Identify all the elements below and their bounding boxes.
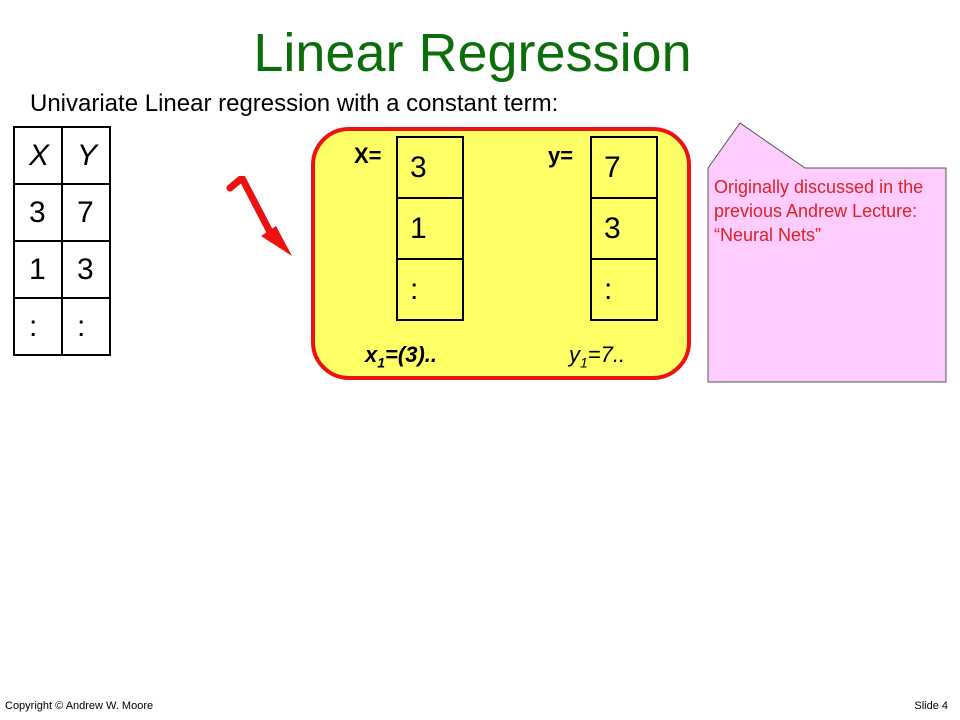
- y-vector-cell: :: [590, 258, 658, 321]
- y1-symbol: y: [569, 342, 580, 367]
- slide-number: Slide 4: [914, 700, 948, 712]
- x1-symbol: x: [365, 342, 378, 367]
- x-vector: 3 1 :: [396, 136, 464, 321]
- table-cell: 1: [13, 240, 63, 299]
- callout-bubble: [707, 122, 947, 383]
- y-vector-cell: 3: [590, 197, 658, 260]
- y1-value: =7..: [587, 342, 626, 367]
- x-vector-cell: 1: [396, 197, 464, 260]
- x1-value: =(3)..: [385, 342, 438, 367]
- y-vector-cell: 7: [590, 136, 658, 199]
- table-header-y: Y: [61, 126, 111, 185]
- table-header-row: X Y: [13, 126, 111, 185]
- table-row: 1 3: [13, 240, 111, 299]
- copyright-footer: Copyright © Andrew W. Moore: [5, 700, 154, 712]
- slide-subtitle: Univariate Linear regression with a cons…: [30, 90, 559, 117]
- table-cell: 3: [61, 240, 111, 299]
- x-vector-cell: 3: [396, 136, 464, 199]
- data-table: X Y 3 7 1 3 : :: [13, 126, 111, 356]
- x-vector-label: X=: [354, 143, 382, 168]
- x-vector-cell: :: [396, 258, 464, 321]
- table-row: 3 7: [13, 183, 111, 242]
- y1-subscript: 1: [580, 354, 588, 371]
- table-row: : :: [13, 297, 111, 356]
- table-header-x: X: [13, 126, 63, 185]
- slide-title: Linear Regression: [253, 23, 692, 83]
- table-cell: 7: [61, 183, 111, 242]
- y-vector: 7 3 :: [590, 136, 658, 321]
- y1-equation: y1=7..: [569, 342, 625, 370]
- y-vector-label: y=: [548, 143, 574, 168]
- x1-equation: x1=(3)..: [365, 342, 437, 370]
- callout-text: Originally discussed in the previous And…: [714, 177, 924, 245]
- table-cell: :: [13, 297, 63, 356]
- x1-subscript: 1: [377, 354, 386, 371]
- red-arrow-icon: [226, 176, 292, 256]
- table-cell: :: [61, 297, 111, 356]
- table-cell: 3: [13, 183, 63, 242]
